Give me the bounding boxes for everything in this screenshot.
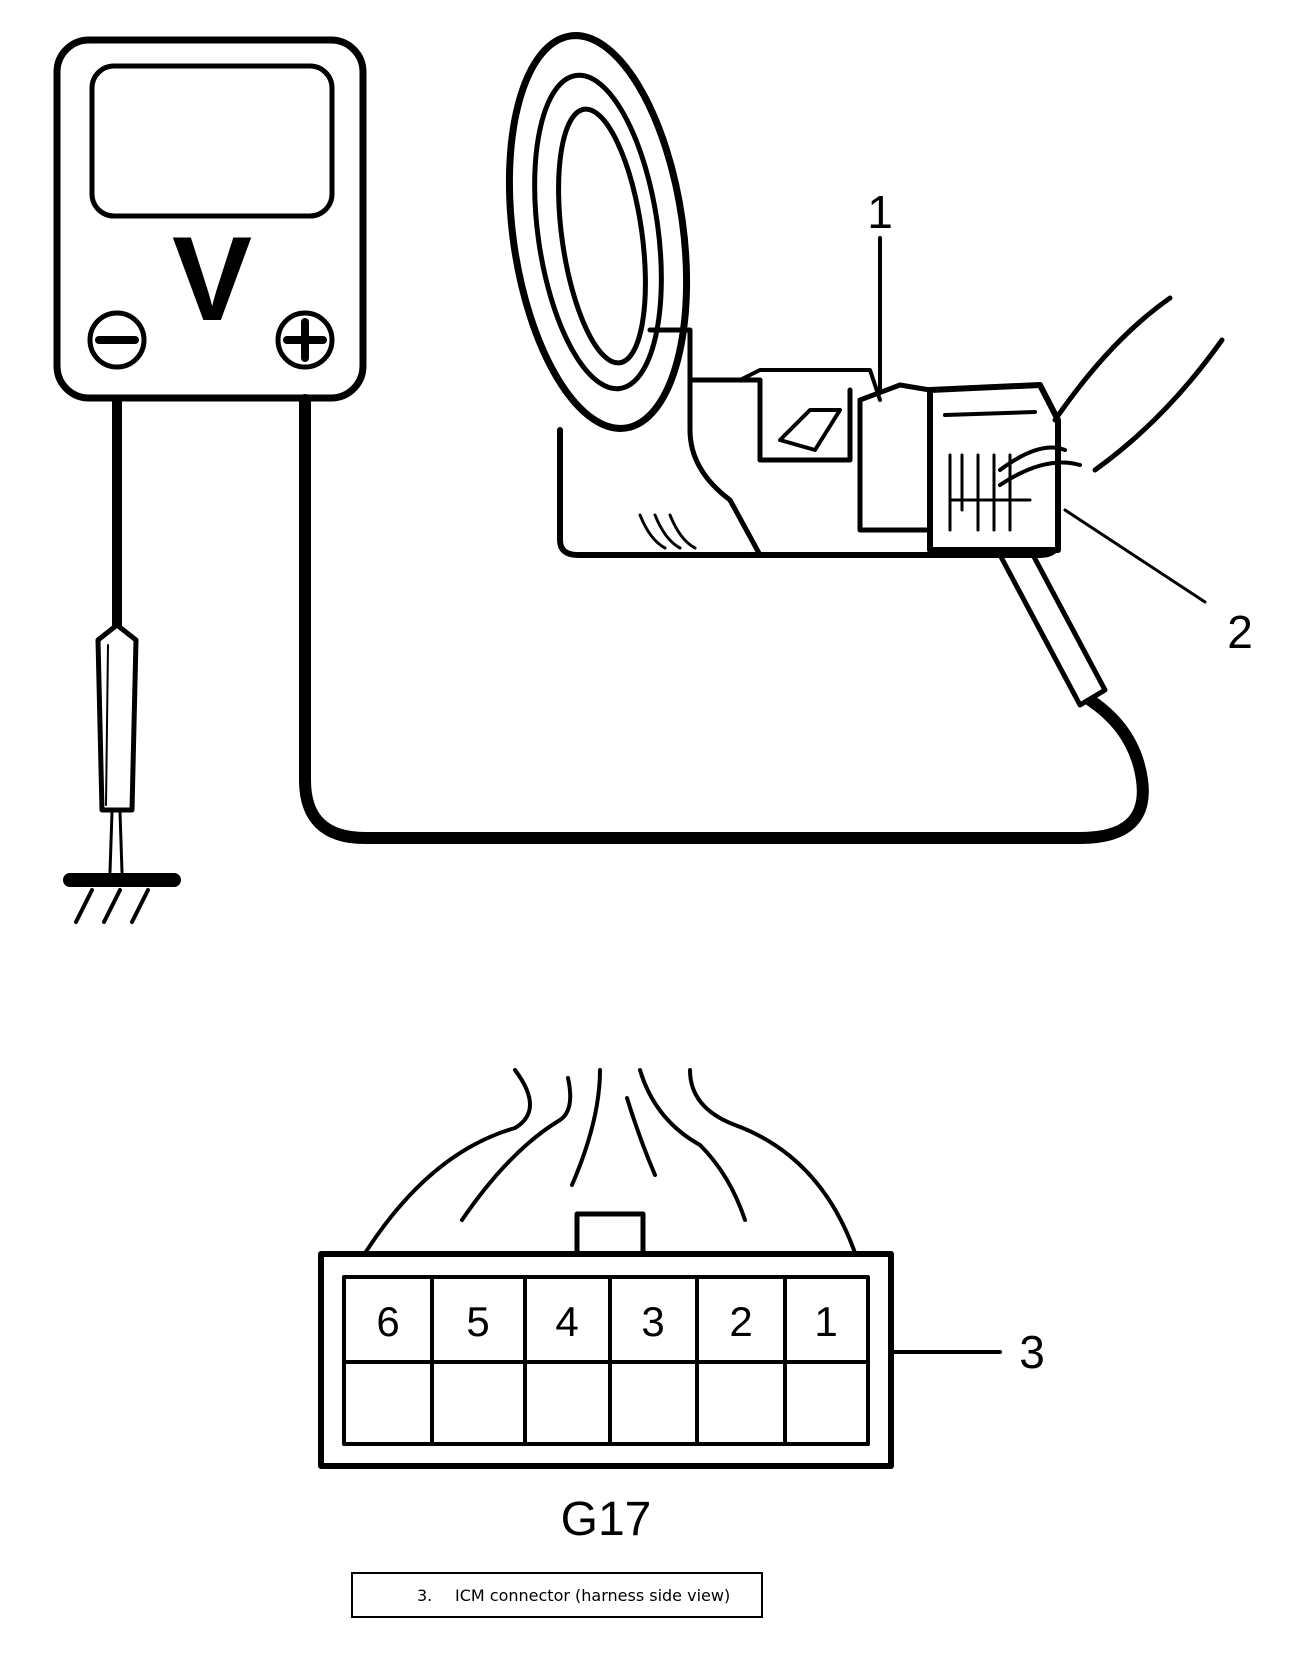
connector-latch — [574, 1211, 646, 1257]
voltmeter: V — [53, 36, 367, 402]
connector-pin-labels: 6 5 4 3 2 1 — [376, 1298, 837, 1345]
callout-3: 3 — [889, 1326, 1045, 1378]
pin-label: 6 — [376, 1298, 399, 1345]
pin-label: 5 — [466, 1298, 489, 1345]
pin-label: 2 — [729, 1298, 752, 1345]
callout-1: 1 — [867, 186, 893, 392]
callout-2-label: 2 — [1227, 606, 1253, 658]
meter-symbol: V — [172, 212, 252, 346]
caption-text: ICM connector (harness side view) — [455, 1586, 731, 1605]
pin-label: 4 — [555, 1298, 578, 1345]
pin-label: 3 — [641, 1298, 664, 1345]
connector-wires — [348, 1068, 864, 1280]
callout-3-label: 3 — [1019, 1326, 1045, 1378]
minus-terminal-icon — [87, 310, 147, 370]
connector-id: G17 — [561, 1493, 652, 1546]
caption-box: 3. ICM connector (harness side view) — [351, 1572, 763, 1618]
ground-symbol-icon — [63, 873, 181, 924]
meter-display — [89, 63, 335, 219]
callout-1-label: 1 — [867, 186, 893, 238]
pin-label: 1 — [814, 1298, 837, 1345]
negative-test-lead — [95, 395, 139, 874]
icm-coil-unit — [505, 32, 1225, 558]
callout-2: 2 — [1063, 508, 1253, 658]
plus-terminal-icon — [275, 310, 335, 370]
caption-number: 3. — [417, 1586, 433, 1605]
connector-body — [318, 1211, 894, 1469]
